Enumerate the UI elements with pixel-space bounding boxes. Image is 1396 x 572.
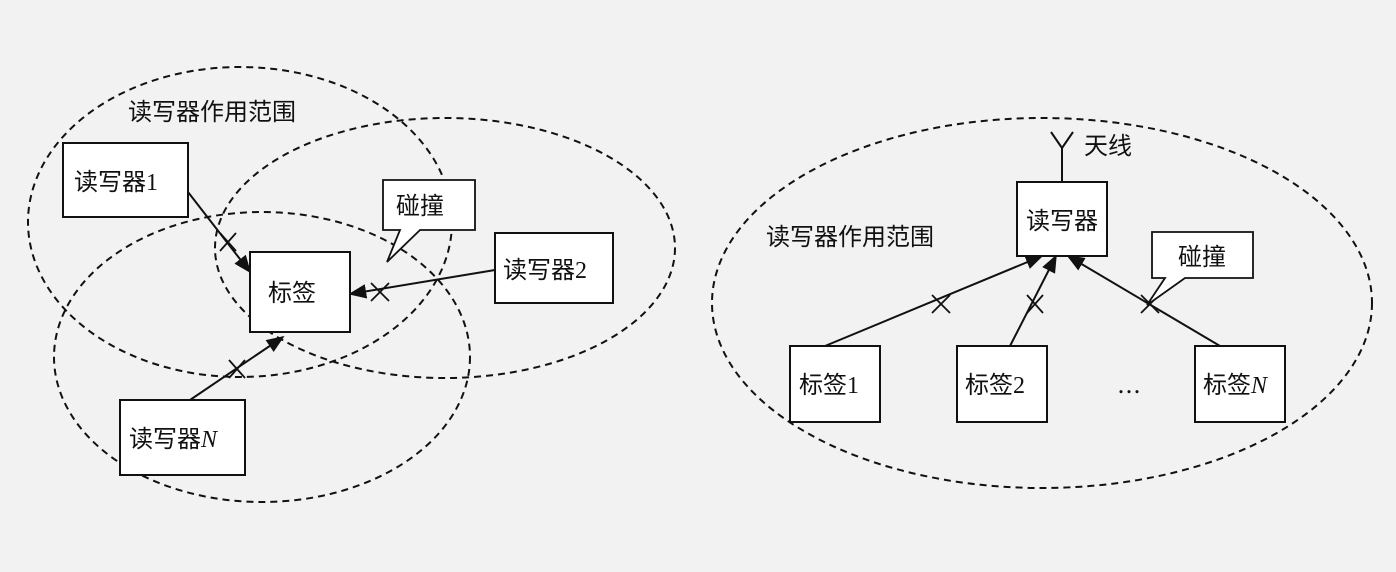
tag1-label: 标签 — [799, 371, 847, 399]
reader2-label: 读写器 — [503, 256, 575, 284]
reader2-to-tag-arrow — [348, 269, 496, 299]
reader-label: 读写器 — [1026, 207, 1098, 235]
readerN-label: 读写器 — [129, 425, 201, 453]
right-diagram: 读写器作用范围 天线 读写器 碰撞 — [711, 117, 1373, 489]
collision-x-mark — [931, 294, 951, 314]
reader2-box: 读写器2 — [494, 232, 614, 304]
right-range-label: 读写器作用范围 — [766, 223, 934, 251]
left-collision-callout: 碰撞 — [382, 179, 476, 263]
tagN-to-reader-arrow — [1066, 255, 1221, 347]
left-range-label: 读写器作用范围 — [128, 98, 296, 126]
reader2-range-ellipse — [214, 117, 676, 379]
tag-box: 标签 — [249, 251, 351, 333]
tag2-box: 标签2 — [956, 345, 1048, 423]
left-collision-label: 碰撞 — [396, 192, 444, 220]
svg-text:读写器2: 读写器2 — [503, 256, 587, 284]
readerN-number: N — [200, 427, 219, 453]
reader-range-ellipse — [711, 117, 1373, 489]
reader2-number: 2 — [575, 258, 587, 284]
ellipsis-text: … — [1117, 371, 1141, 399]
svg-text:读写器1: 读写器1 — [74, 168, 158, 196]
tag1-box: 标签1 — [789, 345, 881, 423]
collision-x-mark — [370, 282, 390, 302]
tagN-box: 标签N — [1194, 345, 1286, 423]
tag2-label: 标签 — [965, 371, 1013, 399]
collision-x-mark — [228, 359, 246, 379]
reader1-label: 读写器 — [74, 168, 146, 196]
reader1-box: 读写器1 — [62, 142, 189, 218]
reader1-number: 1 — [146, 170, 158, 196]
reader1-to-tag-arrow — [187, 191, 252, 274]
reader-box: 读写器 — [1016, 181, 1108, 257]
svg-text:标签N: 标签N — [1203, 371, 1269, 399]
right-collision-label: 碰撞 — [1178, 243, 1226, 271]
antenna-icon — [1050, 131, 1074, 182]
right-collision-callout: 碰撞 — [1146, 231, 1254, 306]
svg-text:标签2: 标签2 — [965, 371, 1025, 399]
tag2-number: 2 — [1013, 373, 1025, 399]
svg-text:读写器N: 读写器N — [129, 425, 219, 453]
svg-text:标签1: 标签1 — [799, 371, 859, 399]
tag-label: 标签 — [268, 279, 316, 307]
readerN-range-ellipse — [53, 211, 471, 503]
tag1-to-reader-arrow — [824, 255, 1044, 347]
collision-x-mark — [219, 232, 237, 252]
readerN-box: 读写器N — [119, 399, 246, 476]
collision-x-mark — [1026, 294, 1044, 314]
tagN-number: N — [1250, 373, 1269, 399]
tagN-label: 标签 — [1203, 371, 1251, 399]
tag1-number: 1 — [847, 373, 859, 399]
left-diagram: 读写器作用范围 读写器1 标签 读写器2 读写器N — [27, 66, 676, 503]
antenna-label: 天线 — [1084, 132, 1132, 160]
